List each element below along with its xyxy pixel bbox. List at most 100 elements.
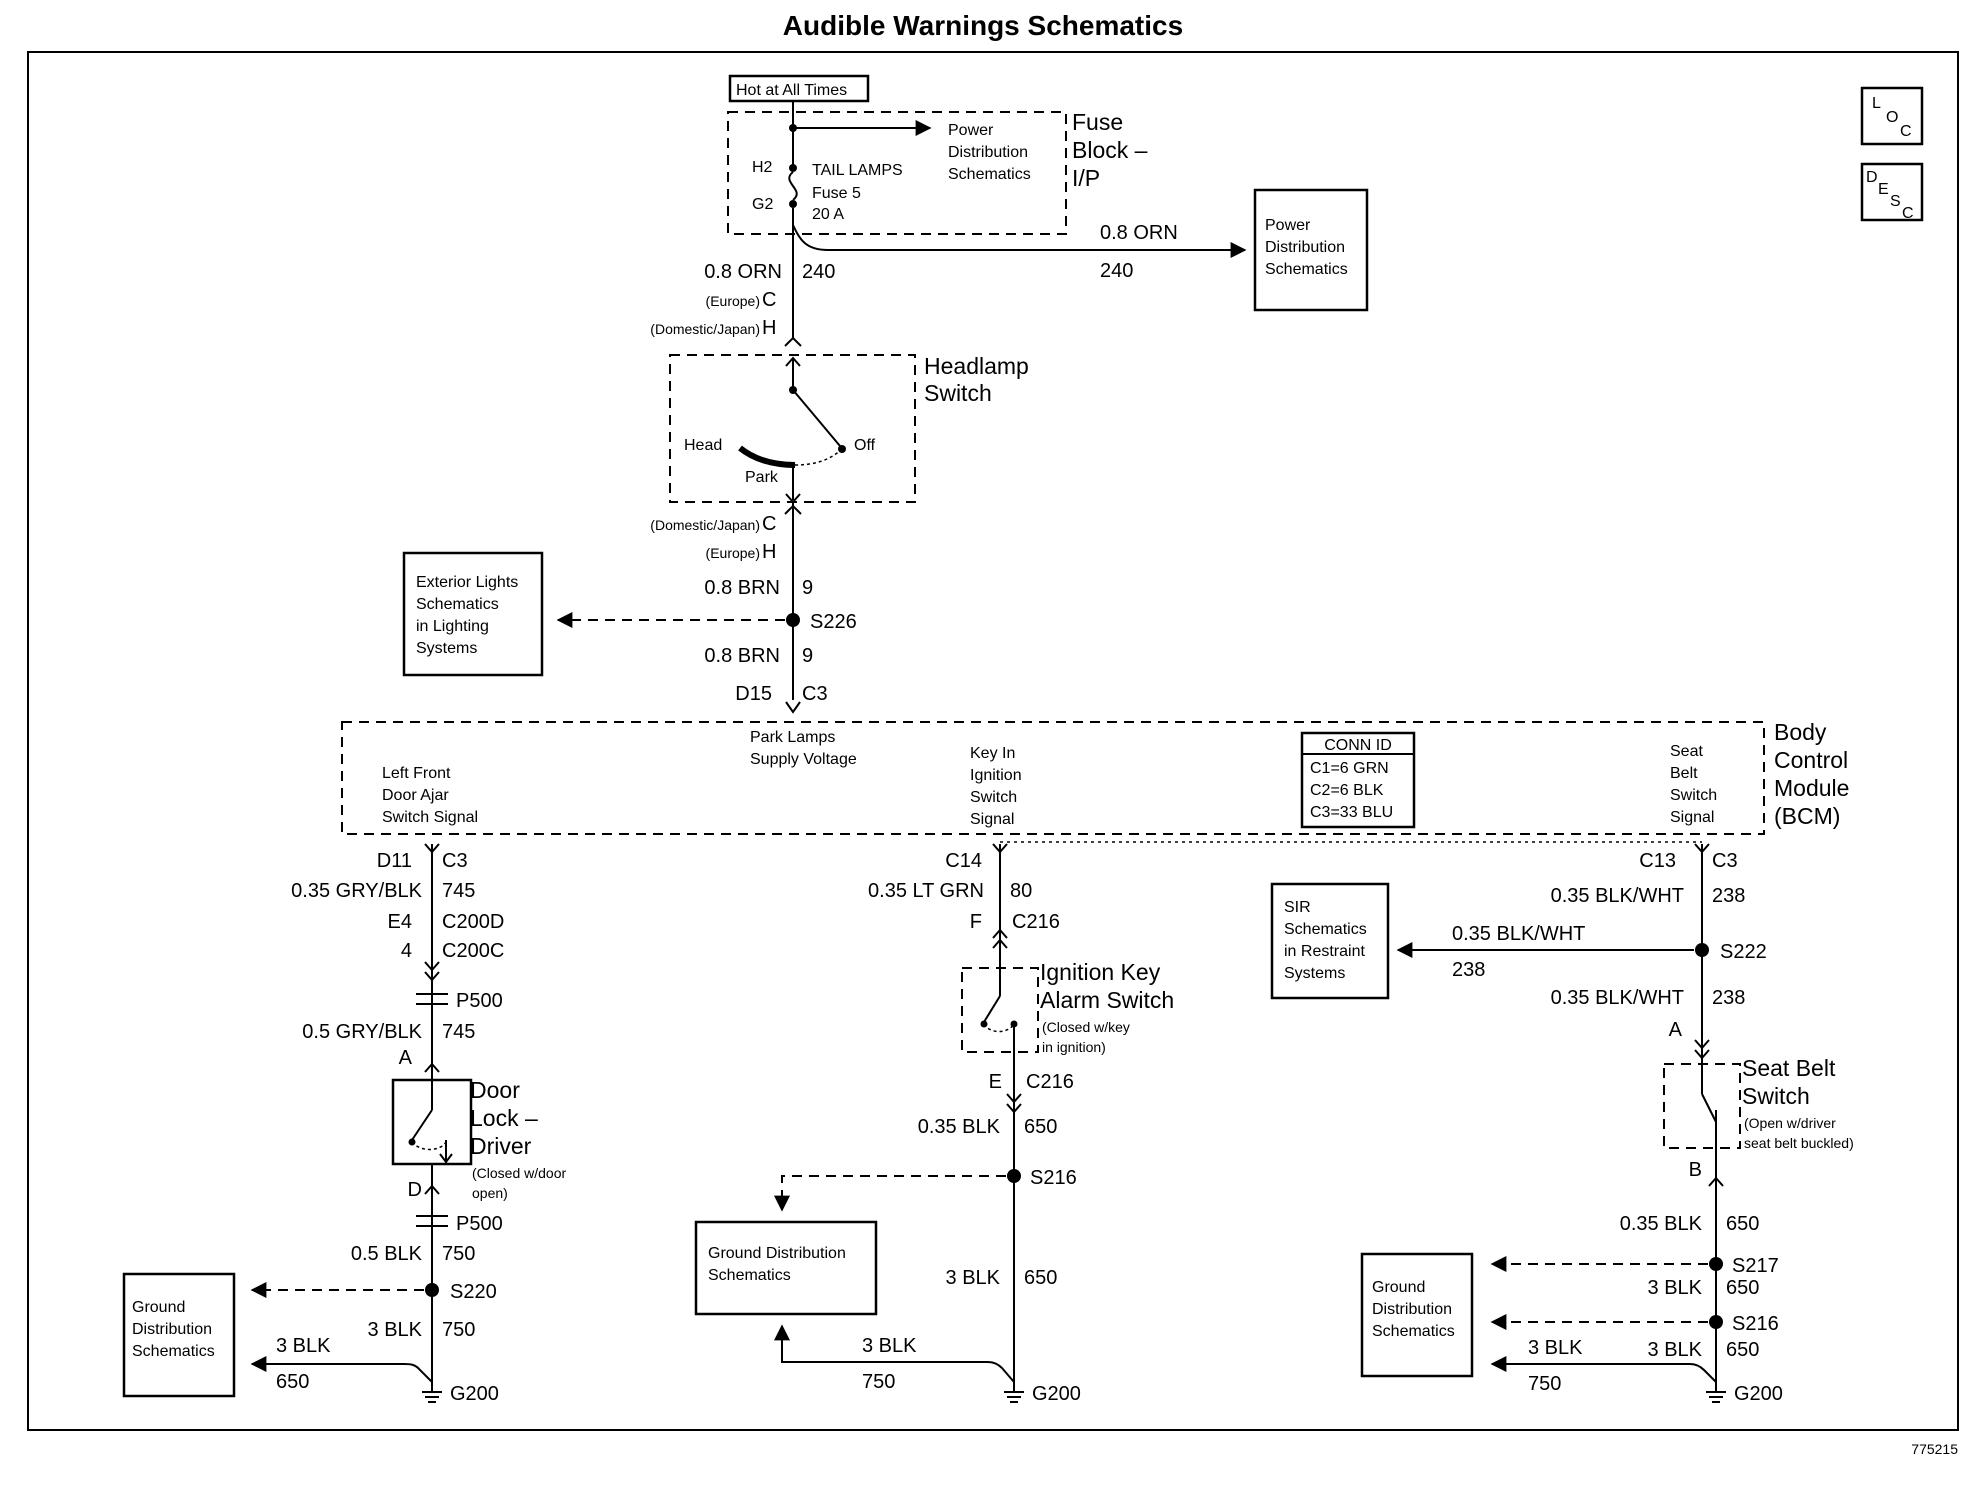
svg-text:S226: S226 — [810, 611, 857, 633]
svg-text:20 A: 20 A — [812, 206, 844, 223]
svg-text:Distribution: Distribution — [1265, 239, 1345, 256]
exterior-lights-box[interactable] — [402, 551, 544, 677]
svg-text:3 BLK: 3 BLK — [1528, 1337, 1583, 1359]
svg-text:240: 240 — [802, 261, 835, 283]
svg-text:C3: C3 — [802, 683, 828, 705]
svg-text:238: 238 — [1712, 987, 1745, 1009]
svg-text:S: S — [1890, 193, 1901, 210]
svg-text:Switch: Switch — [1670, 787, 1717, 804]
svg-text:S220: S220 — [450, 1281, 497, 1303]
svg-text:3 BLK: 3 BLK — [1648, 1339, 1703, 1361]
svg-text:Ignition: Ignition — [970, 767, 1022, 784]
svg-text:Door Ajar: Door Ajar — [382, 787, 449, 804]
svg-text:TAIL LAMPS: TAIL LAMPS — [812, 162, 903, 179]
svg-text:C: C — [762, 289, 776, 311]
power-distribution-box[interactable] — [1253, 188, 1369, 312]
svg-text:745: 745 — [442, 1021, 475, 1043]
svg-text:Seat Belt: Seat Belt — [1742, 1055, 1836, 1081]
svg-text:G200: G200 — [1032, 1383, 1081, 1405]
hot-label: Hot at All Times — [736, 82, 847, 99]
svg-text:S216: S216 — [1030, 1167, 1077, 1189]
svg-text:B: B — [1689, 1159, 1702, 1181]
svg-text:in Lighting: in Lighting — [416, 618, 489, 635]
svg-text:Key In: Key In — [970, 745, 1015, 762]
sir-schematics-box[interactable] — [1270, 882, 1390, 1000]
svg-text:3 BLK: 3 BLK — [1648, 1277, 1703, 1299]
svg-text:O: O — [1886, 109, 1898, 126]
svg-text:H: H — [762, 317, 776, 339]
figure-id: 775215 — [1911, 1441, 1958, 1457]
svg-text:I/P: I/P — [1072, 165, 1100, 191]
svg-text:750: 750 — [442, 1243, 475, 1265]
svg-text:G200: G200 — [450, 1383, 499, 1405]
svg-text:Park: Park — [745, 469, 779, 486]
svg-text:Schematics: Schematics — [948, 166, 1031, 183]
svg-text:Lock –: Lock – — [470, 1105, 538, 1131]
svg-text:S222: S222 — [1720, 941, 1767, 963]
svg-text:E: E — [989, 1071, 1002, 1093]
svg-text:Distribution: Distribution — [948, 144, 1028, 161]
svg-text:Switch Signal: Switch Signal — [382, 809, 478, 826]
desc-icon[interactable]: D E S C — [1860, 162, 1924, 222]
svg-text:238: 238 — [1712, 885, 1745, 907]
svg-text:G2: G2 — [752, 196, 773, 213]
svg-text:C200C: C200C — [442, 940, 504, 962]
hot-at-all-times-box — [728, 74, 870, 103]
headlamp-switch-blade — [792, 389, 841, 447]
splice-s216-middle — [1007, 1169, 1021, 1183]
svg-text:D: D — [408, 1179, 422, 1201]
svg-text:Systems: Systems — [1284, 965, 1345, 982]
svg-text:C200D: C200D — [442, 911, 504, 933]
svg-text:S217: S217 — [1732, 1255, 1779, 1277]
svg-text:0.5 GRY/BLK: 0.5 GRY/BLK — [302, 1021, 422, 1043]
ground-distribution-box-middle[interactable] — [694, 1220, 878, 1316]
svg-text:3 BLK: 3 BLK — [862, 1335, 917, 1357]
svg-text:A: A — [1669, 1019, 1683, 1041]
svg-text:Schematics: Schematics — [1284, 921, 1367, 938]
svg-text:Block –: Block – — [1072, 137, 1148, 163]
svg-text:Belt: Belt — [1670, 765, 1698, 782]
page-title: Audible Warnings Schematics — [782, 10, 1184, 41]
svg-text:D: D — [1866, 169, 1878, 186]
svg-text:(Europe): (Europe) — [706, 293, 760, 309]
svg-text:Distribution: Distribution — [132, 1321, 212, 1338]
svg-text:Distribution: Distribution — [1372, 1301, 1452, 1318]
svg-text:0.35 LT GRN: 0.35 LT GRN — [868, 880, 984, 902]
svg-text:0.35 BLK/WHT: 0.35 BLK/WHT — [1551, 987, 1684, 1009]
svg-text:Ignition Key: Ignition Key — [1040, 959, 1161, 985]
svg-text:650: 650 — [276, 1371, 309, 1393]
svg-text:C3: C3 — [1712, 850, 1738, 872]
loc-icon[interactable]: L O C — [1860, 86, 1924, 146]
svg-text:Fuse: Fuse — [1072, 109, 1123, 135]
ground-distribution-box-right[interactable] — [1360, 1252, 1474, 1378]
svg-text:D11: D11 — [377, 850, 412, 872]
svg-text:seat belt buckled): seat belt buckled) — [1744, 1135, 1854, 1151]
svg-text:Ground: Ground — [1372, 1279, 1425, 1296]
svg-text:Schematics: Schematics — [708, 1267, 791, 1284]
splice-s216-right — [1709, 1315, 1723, 1329]
svg-text:C2=6 BLK: C2=6 BLK — [1310, 782, 1384, 799]
svg-text:F: F — [970, 911, 982, 933]
svg-text:P500: P500 — [456, 990, 503, 1012]
svg-text:745: 745 — [442, 880, 475, 902]
svg-text:S216: S216 — [1732, 1313, 1779, 1335]
svg-text:0.5 BLK: 0.5 BLK — [351, 1243, 423, 1265]
svg-text:Schematics: Schematics — [132, 1343, 215, 1360]
svg-text:Signal: Signal — [1670, 809, 1714, 826]
svg-text:9: 9 — [802, 645, 813, 667]
svg-text:open): open) — [472, 1185, 508, 1201]
ground-symbol-right — [1706, 1382, 1726, 1403]
svg-text:P500: P500 — [456, 1213, 503, 1235]
svg-text:80: 80 — [1010, 880, 1032, 902]
svg-text:Schematics: Schematics — [1265, 261, 1348, 278]
svg-text:Switch: Switch — [1742, 1083, 1810, 1109]
svg-text:650: 650 — [1024, 1267, 1057, 1289]
svg-text:Control: Control — [1774, 747, 1848, 773]
svg-text:C3=33 BLU: C3=33 BLU — [1310, 804, 1393, 821]
svg-text:Switch: Switch — [970, 789, 1017, 806]
svg-text:(Europe): (Europe) — [706, 545, 760, 561]
svg-text:Schematics: Schematics — [416, 596, 499, 613]
ground-distribution-box-left[interactable] — [122, 1272, 236, 1398]
svg-text:SIR: SIR — [1284, 899, 1311, 916]
